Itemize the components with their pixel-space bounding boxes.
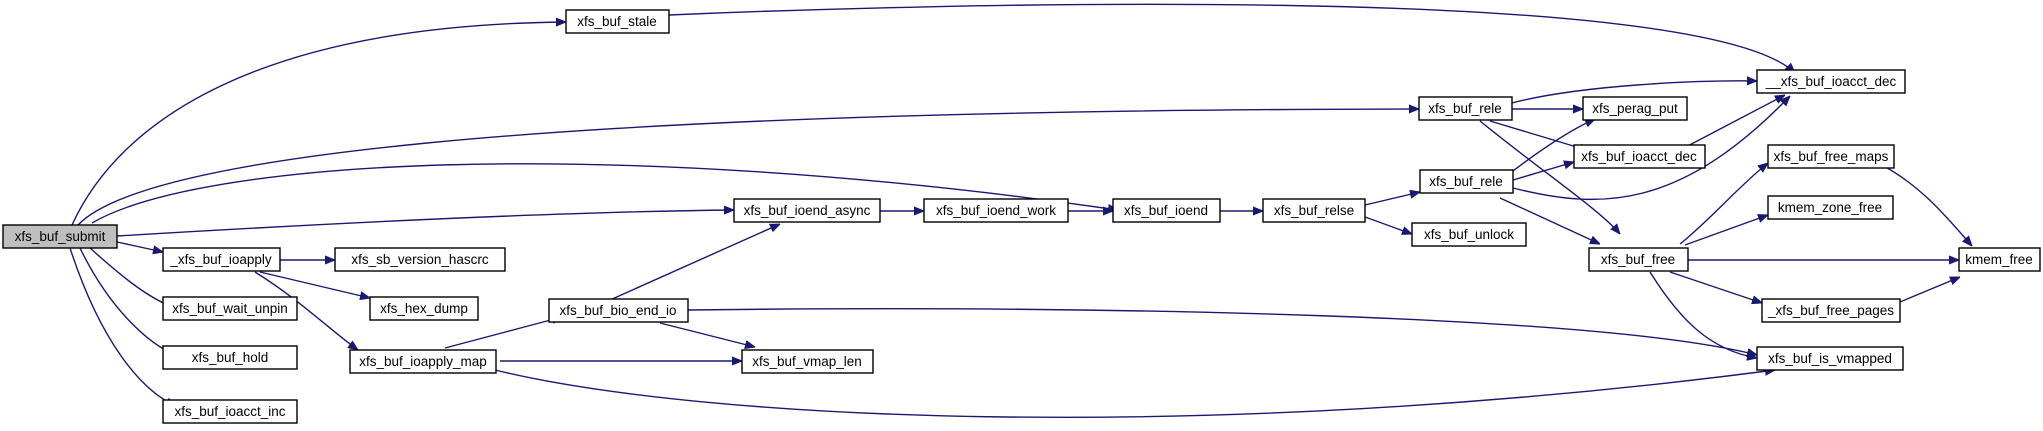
edge-relse-rele-b (1364, 192, 1420, 206)
node-label: xfs_buf_rele (1428, 101, 1502, 116)
edge-free-is-vmapped (1649, 271, 1757, 358)
node-xfs-buf-hold[interactable]: xfs_buf_hold (162, 345, 298, 370)
node-label: xfs_buf_is_vmapped (1768, 351, 1892, 366)
edge-ioapply-map-is-vmapped (494, 370, 1775, 419)
node-xfs-buf-ioend-work[interactable]: xfs_buf_ioend_work (923, 198, 1069, 223)
node-xfs-buf-ioacct-dec[interactable]: xfs_buf_ioacct_dec (1573, 144, 1706, 169)
node-label: kmem_free (1965, 252, 2033, 267)
edge-rele-b-free (1499, 197, 1600, 245)
edge-rele-a-free (1479, 120, 1620, 234)
edge-free-kmem-zone-free (1684, 215, 1768, 246)
edge-bio-end-io-ioend-async (609, 223, 780, 301)
edge-ioacct-dec-ioacct-dec-u (1679, 95, 1785, 151)
edge-submit-stale (71, 22, 566, 226)
node-label: xfs_buf_wait_unpin (172, 301, 288, 316)
edge-rele-a-ioacct-dec-u (1511, 81, 1757, 104)
node-xfs-buf-submit[interactable]: xfs_buf_submit (2, 224, 118, 249)
edge-bio-end-io-is-vmapped (687, 308, 1757, 355)
node-label: __xfs_buf_ioacct_dec (1765, 74, 1897, 89)
node-xfs-buf-rele-2[interactable]: xfs_buf_rele (1419, 169, 1514, 194)
edges (69, 3, 1972, 419)
edge-free-maps-kmem-free (1879, 163, 1972, 246)
node-label: xfs_sb_version_hascrc (351, 252, 489, 267)
node-label: xfs_buf_submit (15, 229, 106, 244)
node-label: xfs_buf_free_maps (1774, 149, 1889, 164)
node-xfs-buf-free[interactable]: xfs_buf_free (1588, 247, 1689, 272)
node-label: xfs_buf_stale (577, 14, 657, 29)
node-xfs-buf-vmap-len[interactable]: xfs_buf_vmap_len (741, 349, 874, 374)
node-xfs-buf-ioend-async[interactable]: xfs_buf_ioend_async (733, 198, 881, 223)
edge-ioapply-ioapply-map (254, 271, 358, 350)
node-label: xfs_perag_put (1592, 101, 1678, 116)
node-label: xfs_hex_dump (380, 301, 468, 316)
node-xfs-buf-relse[interactable]: xfs_buf_relse (1262, 198, 1366, 223)
edge-ioapply-map-bio-end-io (444, 317, 562, 349)
node-xfs-buf-unlock[interactable]: xfs_buf_unlock (1411, 222, 1527, 247)
node-label: kmem_zone_free (1778, 200, 1882, 215)
node-label: xfs_buf_ioend (1124, 203, 1208, 218)
node-xfs-perag-put[interactable]: xfs_perag_put (1582, 96, 1688, 121)
edge-rele-b-perag-put (1504, 118, 1595, 178)
node-kmem-free[interactable]: kmem_free (1958, 247, 2041, 272)
node-label: xfs_buf_relse (1274, 203, 1354, 218)
edge-submit-ioend-async (116, 210, 734, 237)
node-label: _xfs_buf_free_pages (1767, 303, 1894, 318)
node-label: xfs_buf_ioacct_dec (1581, 149, 1697, 164)
node-xfs-buf-ioacct-dec-internal[interactable]: __xfs_buf_ioacct_dec (1756, 69, 1906, 94)
edge-rele-b-ioacct-dec (1512, 162, 1574, 181)
node-label: xfs_buf_bio_end_io (559, 303, 676, 318)
node-xfs-buf-free-pages-internal[interactable]: _xfs_buf_free_pages (1761, 298, 1901, 323)
node-label: xfs_buf_ioapply_map (359, 354, 487, 369)
node-xfs-buf-rele-1[interactable]: xfs_buf_rele (1418, 96, 1513, 121)
node-label: xfs_buf_ioend_async (744, 203, 871, 218)
edge-stale-ioacct-dec-u (668, 3, 1795, 73)
edge-submit-ioapply (116, 241, 163, 252)
node-xfs-buf-free-maps[interactable]: xfs_buf_free_maps (1767, 144, 1895, 169)
node-label: xfs_buf_free (1601, 252, 1675, 267)
node-label: _xfs_buf_ioapply (169, 252, 272, 267)
node-xfs-buf-ioend[interactable]: xfs_buf_ioend (1112, 198, 1221, 223)
edge-rele-b-ioacct-dec-u (1512, 96, 1790, 201)
edge-free-free-pages (1669, 271, 1762, 303)
node-xfs-buf-ioapply-map[interactable]: xfs_buf_ioapply_map (349, 349, 497, 374)
node-xfs-sb-version-hascrc[interactable]: xfs_sb_version_hascrc (334, 247, 506, 272)
node-xfs-buf-bio-end-io[interactable]: xfs_buf_bio_end_io (548, 298, 689, 323)
node-kmem-zone-free[interactable]: kmem_zone_free (1767, 195, 1894, 220)
node-label: xfs_buf_unlock (1424, 227, 1514, 242)
node-xfs-buf-wait-unpin[interactable]: xfs_buf_wait_unpin (162, 296, 298, 321)
edge-free-pages-kmem-free (1899, 276, 1960, 303)
edge-submit-ioend (91, 163, 1118, 224)
edge-free-free-maps (1679, 163, 1768, 245)
node-label: xfs_buf_vmap_len (752, 354, 862, 369)
node-label: xfs_buf_rele (1429, 174, 1503, 189)
edge-bio-end-io-vmap-len (659, 322, 755, 347)
node-xfs-buf-ioapply-internal[interactable]: _xfs_buf_ioapply (162, 247, 281, 272)
edge-submit-rele-a (77, 109, 1419, 226)
node-label: xfs_buf_ioend_work (936, 203, 1056, 218)
edge-ioapply-hex-dump (259, 271, 370, 298)
edge-relse-unlock (1364, 216, 1412, 234)
node-xfs-buf-stale[interactable]: xfs_buf_stale (565, 9, 670, 34)
node-xfs-hex-dump[interactable]: xfs_hex_dump (369, 296, 479, 321)
node-xfs-buf-ioacct-inc[interactable]: xfs_buf_ioacct_inc (162, 399, 298, 424)
node-xfs-buf-is-vmapped[interactable]: xfs_buf_is_vmapped (1756, 346, 1904, 371)
edge-submit-ioacct-inc (69, 247, 176, 407)
node-label: xfs_buf_hold (192, 350, 269, 365)
node-label: xfs_buf_ioacct_inc (174, 404, 285, 419)
